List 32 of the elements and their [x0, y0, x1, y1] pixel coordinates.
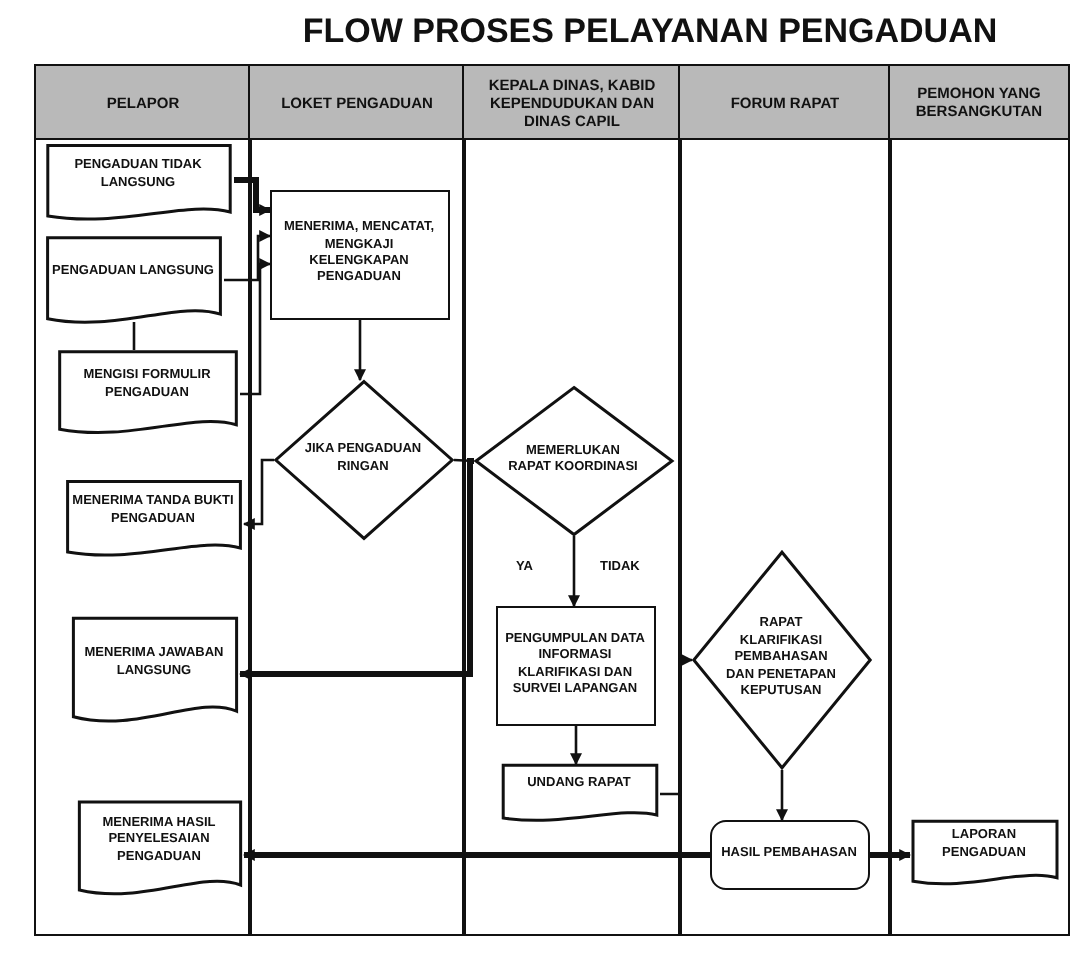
connector-arrow [354, 320, 366, 382]
swimlane [888, 64, 1070, 936]
swimlane [462, 64, 682, 936]
connector-arrow [238, 458, 475, 680]
connector-arrow [242, 458, 274, 530]
document-shape [63, 479, 243, 559]
connector-arrow [870, 849, 912, 861]
connector-arrow [570, 726, 582, 766]
connector-arrow [242, 849, 710, 861]
decision-diamond [473, 385, 673, 535]
terminal-box [709, 819, 869, 889]
process-box [269, 189, 449, 319]
connector-arrow [568, 536, 580, 608]
decision-diamond [691, 549, 871, 769]
decision-diamond [273, 379, 453, 539]
document-shape [75, 799, 243, 899]
connector-arrow [240, 258, 272, 396]
swimlane [248, 64, 466, 936]
connector-arrow [660, 654, 694, 796]
document-shape [69, 615, 239, 727]
process-box [495, 605, 655, 725]
swimlane [34, 64, 252, 936]
connector-arrow [776, 770, 788, 822]
document-shape [55, 349, 239, 437]
connector-arrow [234, 177, 272, 216]
document-shape [909, 819, 1059, 887]
document-shape [43, 235, 223, 327]
document-shape [43, 143, 233, 223]
document-shape [499, 763, 659, 823]
swimlane [678, 64, 892, 936]
connector-arrow [224, 230, 272, 282]
diagram-title: FLOW PROSES PELAYANAN PENGADUAN [300, 12, 1000, 52]
